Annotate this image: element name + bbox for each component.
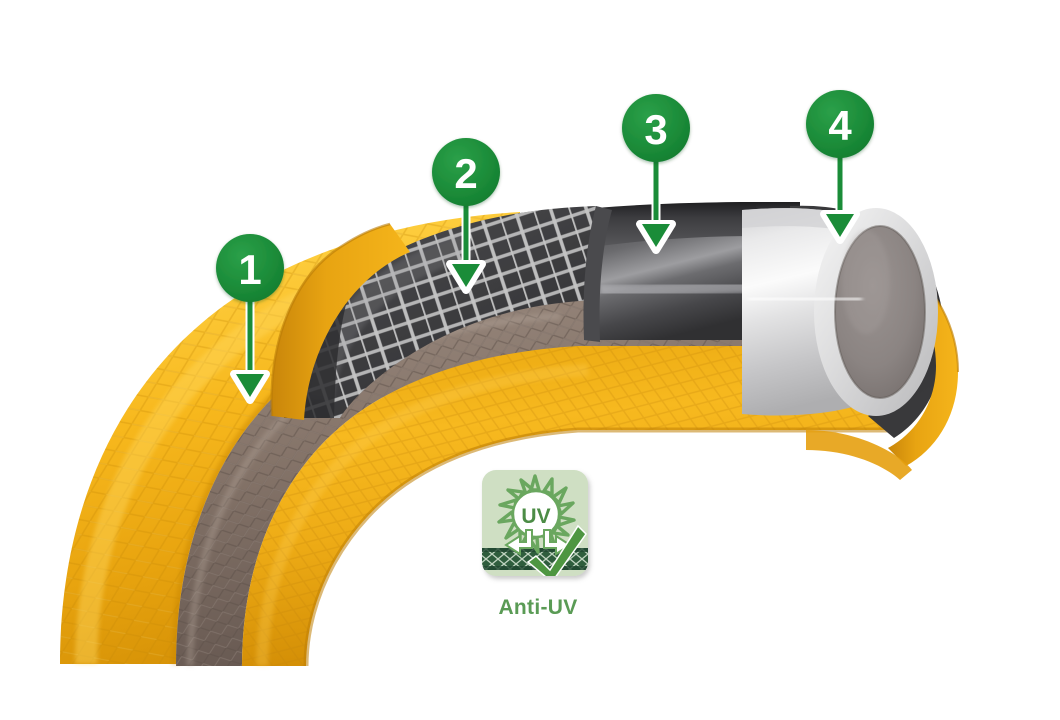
anti-uv-label: Anti-UV [498, 596, 578, 619]
hose-layer-2-crosshatch-braid [283, 206, 596, 418]
callout-2-number: 2 [454, 150, 477, 197]
hose-cover-cut-lip [270, 222, 410, 420]
callout-4-number: 4 [828, 102, 852, 149]
uv-check-icon [526, 524, 587, 576]
hose-end-cut-steps [806, 430, 912, 480]
uv-sun-disc [511, 489, 561, 539]
callout-4[interactable]: 4 [806, 90, 874, 244]
callout-2-badge[interactable] [432, 138, 500, 206]
callout-4-badge[interactable] [806, 90, 874, 158]
callout-3-badge[interactable] [622, 94, 690, 162]
hose-layer-4-inner-white-tube [742, 208, 938, 416]
callout-1-arrowhead [236, 374, 264, 397]
callout-3-number: 3 [644, 106, 667, 153]
callout-1-number: 1 [238, 246, 261, 293]
anti-uv-sun-shield-icon: UV [482, 470, 588, 576]
callout-1[interactable]: 1 [216, 234, 284, 404]
callout-3[interactable]: 3 [622, 94, 690, 254]
callout-1-badge[interactable] [216, 234, 284, 302]
anti-uv-badge[interactable]: UV Anti-UV [474, 464, 602, 634]
callout-3-arrowhead [642, 224, 670, 247]
hose-layer-lower-orange-band [242, 346, 900, 667]
callout-4-arrowhead [826, 214, 854, 237]
callout-2-arrowhead [452, 264, 480, 287]
callout-2[interactable]: 2 [432, 138, 500, 294]
callout-group: 1 2 3 [216, 90, 874, 404]
uv-icon-text: UV [521, 505, 550, 528]
